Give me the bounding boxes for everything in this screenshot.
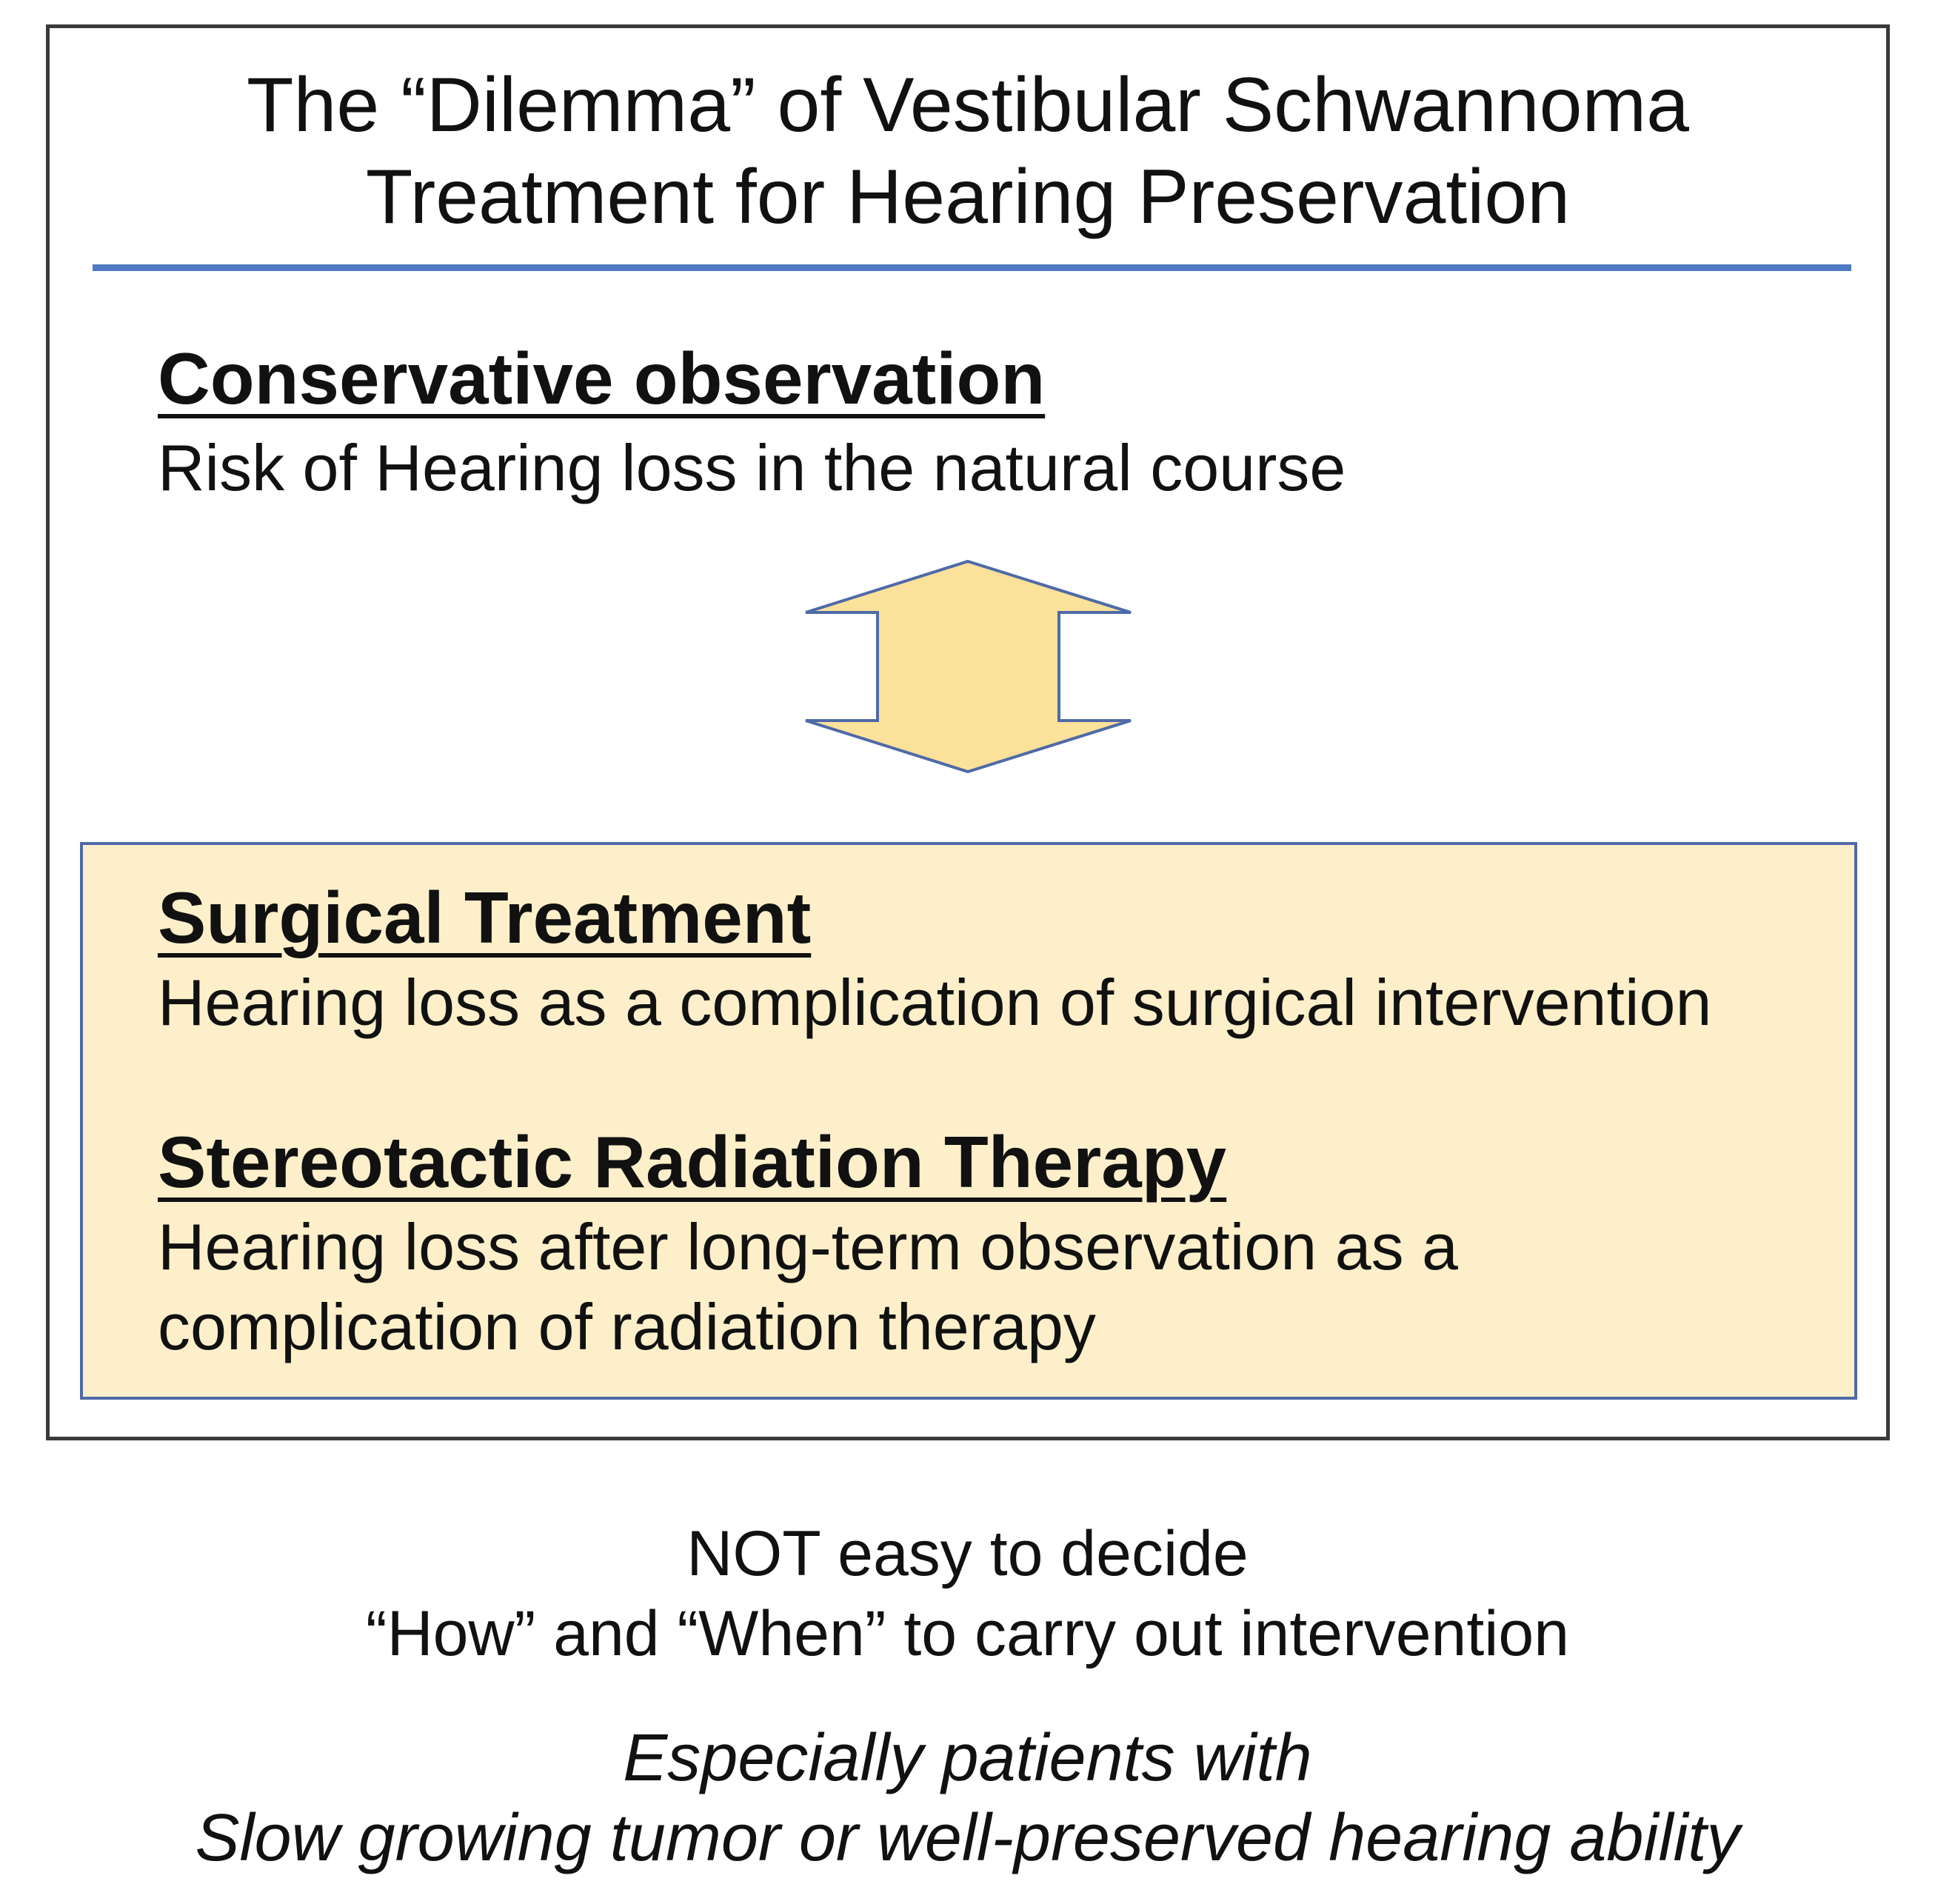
- observation-heading: Conservative observation: [158, 338, 1046, 419]
- title-line-2: Treatment for Hearing Preservation: [365, 154, 1571, 240]
- radiation-description-line-1: Hearing loss after long-term observation…: [158, 1210, 1458, 1283]
- patient-note-line-1: Especially patients with: [623, 1721, 1312, 1795]
- arrow-shape: [805, 559, 1132, 774]
- conclusion-text: NOT easy to decide “How” and “When” to c…: [0, 1514, 1935, 1674]
- radiation-heading: Stereotactic Radiation Therapy: [158, 1121, 1227, 1203]
- conclusion-line-2: “How” and “When” to carry out interventi…: [365, 1598, 1570, 1669]
- conclusion-line-1: NOT easy to decide: [686, 1518, 1249, 1589]
- treatment-options-box: [80, 842, 1857, 1400]
- title-line-1: The “Dilemma” of Vestibular Schwannoma: [247, 62, 1689, 148]
- radiation-description: Hearing loss after long-term observation…: [158, 1207, 1458, 1367]
- double-headed-vertical-arrow-icon: [805, 559, 1132, 774]
- surgical-heading: Surgical Treatment: [158, 877, 812, 958]
- title-divider: [93, 264, 1851, 271]
- patient-note: Especially patients with Slow growing tu…: [0, 1718, 1935, 1878]
- radiation-description-line-2: complication of radiation therapy: [158, 1290, 1096, 1363]
- diagram-title: The “Dilemma” of Vestibular Schwannoma T…: [46, 59, 1890, 243]
- surgical-description: Hearing loss as a complication of surgic…: [158, 966, 1712, 1039]
- observation-description: Risk of Hearing loss in the natural cour…: [158, 431, 1346, 504]
- patient-note-line-2: Slow growing tumor or well-preserved hea…: [195, 1801, 1740, 1875]
